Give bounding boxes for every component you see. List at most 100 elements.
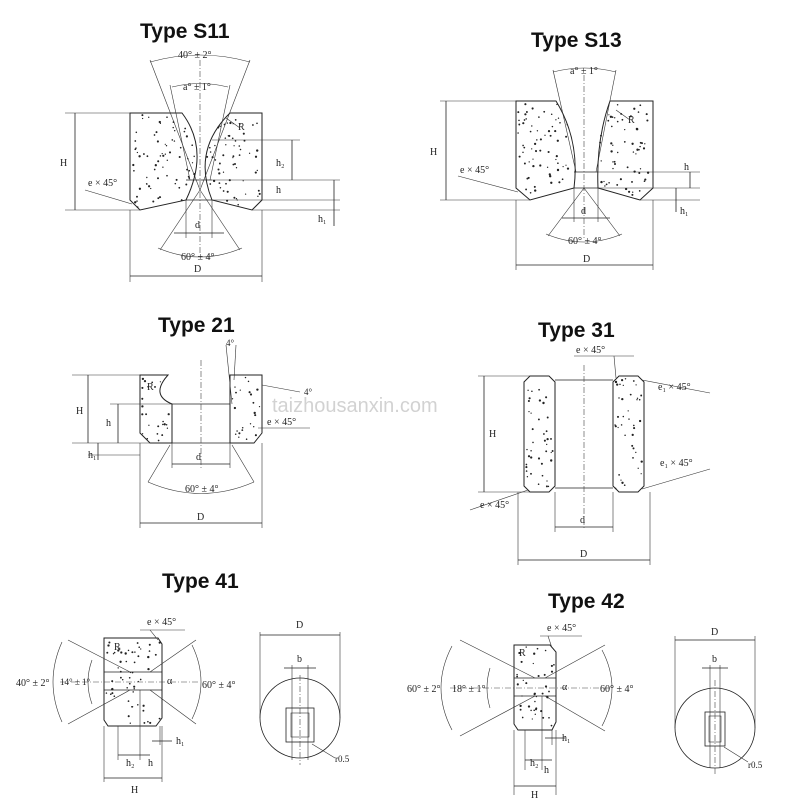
abrasive-dot bbox=[248, 152, 251, 154]
abrasive-dot bbox=[533, 652, 536, 655]
abrasive-dot bbox=[222, 190, 225, 192]
title-type-s11: Type S11 bbox=[140, 20, 230, 43]
abrasive-dot bbox=[633, 427, 636, 430]
abrasive-dot bbox=[163, 423, 166, 426]
abrasive-dot bbox=[555, 158, 557, 161]
abrasive-dot bbox=[238, 432, 241, 435]
t42-chamfer-label: e × 45° bbox=[547, 623, 576, 634]
abrasive-dot bbox=[134, 148, 137, 151]
abrasive-dot bbox=[232, 163, 235, 166]
abrasive-dot bbox=[519, 708, 522, 711]
diagram-type-31: Type 31 e × 45° e₁ × 45° e₁ × 45° e × 45… bbox=[469, 319, 711, 565]
s11-radius-label: R bbox=[238, 122, 245, 133]
abrasive-dot bbox=[193, 155, 195, 158]
abrasive-dot bbox=[127, 700, 130, 702]
abrasive-dot bbox=[155, 131, 158, 134]
abrasive-dot bbox=[536, 647, 539, 650]
title-type-41: Type 41 bbox=[162, 570, 239, 593]
abrasive-dot bbox=[527, 399, 530, 403]
abrasive-dot bbox=[540, 462, 543, 465]
abrasive-dot bbox=[153, 134, 156, 136]
abrasive-dot bbox=[131, 671, 134, 674]
abrasive-dot bbox=[623, 141, 626, 143]
abrasive-dot bbox=[106, 651, 109, 654]
diagram-type-s13: Type S13 a° ± 1° R H e × 45° h h₁ bbox=[430, 29, 700, 270]
abrasive-dot bbox=[527, 389, 529, 392]
abrasive-dot bbox=[616, 151, 619, 154]
abrasive-dot bbox=[566, 167, 570, 170]
abrasive-dot bbox=[125, 660, 128, 663]
abrasive-dot bbox=[135, 131, 138, 134]
abrasive-dot bbox=[546, 416, 549, 419]
abrasive-dot bbox=[141, 114, 144, 117]
abrasive-dot bbox=[117, 649, 120, 652]
abrasive-dot bbox=[191, 162, 194, 164]
abrasive-dot bbox=[254, 155, 258, 158]
abrasive-dot bbox=[183, 130, 186, 133]
abrasive-dot bbox=[228, 134, 231, 137]
abrasive-dot bbox=[146, 437, 149, 440]
t42-radius-label: R bbox=[519, 648, 526, 659]
t42-h1-label: h₁ bbox=[562, 733, 571, 744]
abrasive-dot bbox=[239, 389, 241, 391]
abrasive-dot bbox=[636, 397, 639, 399]
abrasive-dot bbox=[527, 455, 531, 458]
abrasive-dot bbox=[234, 386, 236, 388]
abrasive-dot bbox=[548, 716, 550, 719]
abrasive-dot bbox=[530, 449, 532, 452]
t31-diameter-label: D bbox=[580, 549, 587, 560]
abrasive-dot bbox=[188, 177, 191, 179]
abrasive-dot bbox=[238, 154, 241, 156]
diagram-type-41: Type 41 e × 45° R 40° ± 2° 14° ± 1° α 60… bbox=[16, 570, 350, 796]
abrasive-dot bbox=[600, 160, 602, 162]
abrasive-dot bbox=[525, 682, 528, 685]
abrasive-dot bbox=[142, 709, 145, 712]
s13-inner-angle-label: a° ± 1° bbox=[570, 66, 598, 77]
abrasive-dot bbox=[540, 710, 543, 713]
abrasive-dot bbox=[235, 167, 238, 169]
abrasive-dot bbox=[610, 125, 613, 128]
abrasive-dot bbox=[236, 430, 238, 432]
abrasive-dot bbox=[165, 145, 168, 147]
t41-radius-label: R bbox=[114, 642, 121, 653]
abrasive-dot bbox=[623, 484, 626, 487]
s11-right-body bbox=[204, 112, 263, 211]
abrasive-dot bbox=[527, 705, 531, 708]
abrasive-dot bbox=[537, 457, 541, 460]
abrasive-dot bbox=[519, 704, 522, 708]
abrasive-dot bbox=[244, 193, 247, 195]
abrasive-dot bbox=[158, 717, 161, 720]
abrasive-dot bbox=[525, 646, 527, 648]
abrasive-dot bbox=[517, 132, 519, 134]
abrasive-dot bbox=[550, 181, 553, 184]
abrasive-dot bbox=[129, 722, 131, 724]
abrasive-dot bbox=[610, 142, 613, 145]
abrasive-dot bbox=[533, 185, 536, 188]
abrasive-dot bbox=[632, 151, 635, 153]
abrasive-dot bbox=[531, 148, 533, 150]
t42-diameter-label: D bbox=[711, 627, 718, 638]
abrasive-dot bbox=[138, 187, 142, 190]
abrasive-dot bbox=[525, 118, 527, 120]
abrasive-dot bbox=[624, 434, 626, 436]
t42-inner-angle-label: 18° ± 1° bbox=[452, 684, 486, 695]
abrasive-dot bbox=[132, 691, 134, 693]
abrasive-dot bbox=[172, 121, 175, 123]
abrasive-dot bbox=[148, 116, 150, 118]
abrasive-dot bbox=[242, 132, 245, 135]
t21-h-label: h bbox=[106, 418, 111, 429]
abrasive-dot bbox=[532, 158, 534, 160]
title-type-31: Type 31 bbox=[538, 319, 615, 342]
abrasive-dot bbox=[145, 413, 148, 416]
abrasive-dot bbox=[231, 398, 234, 400]
abrasive-dot bbox=[237, 203, 239, 206]
abrasive-dot bbox=[164, 143, 166, 145]
abrasive-dot bbox=[131, 651, 134, 654]
t21-radius-label: R bbox=[147, 382, 154, 393]
abrasive-dot bbox=[209, 183, 212, 185]
abrasive-dot bbox=[233, 145, 235, 147]
abrasive-dot bbox=[142, 704, 145, 707]
abrasive-dot bbox=[225, 144, 227, 146]
abrasive-dot bbox=[521, 695, 523, 697]
abrasive-dot bbox=[548, 173, 551, 176]
